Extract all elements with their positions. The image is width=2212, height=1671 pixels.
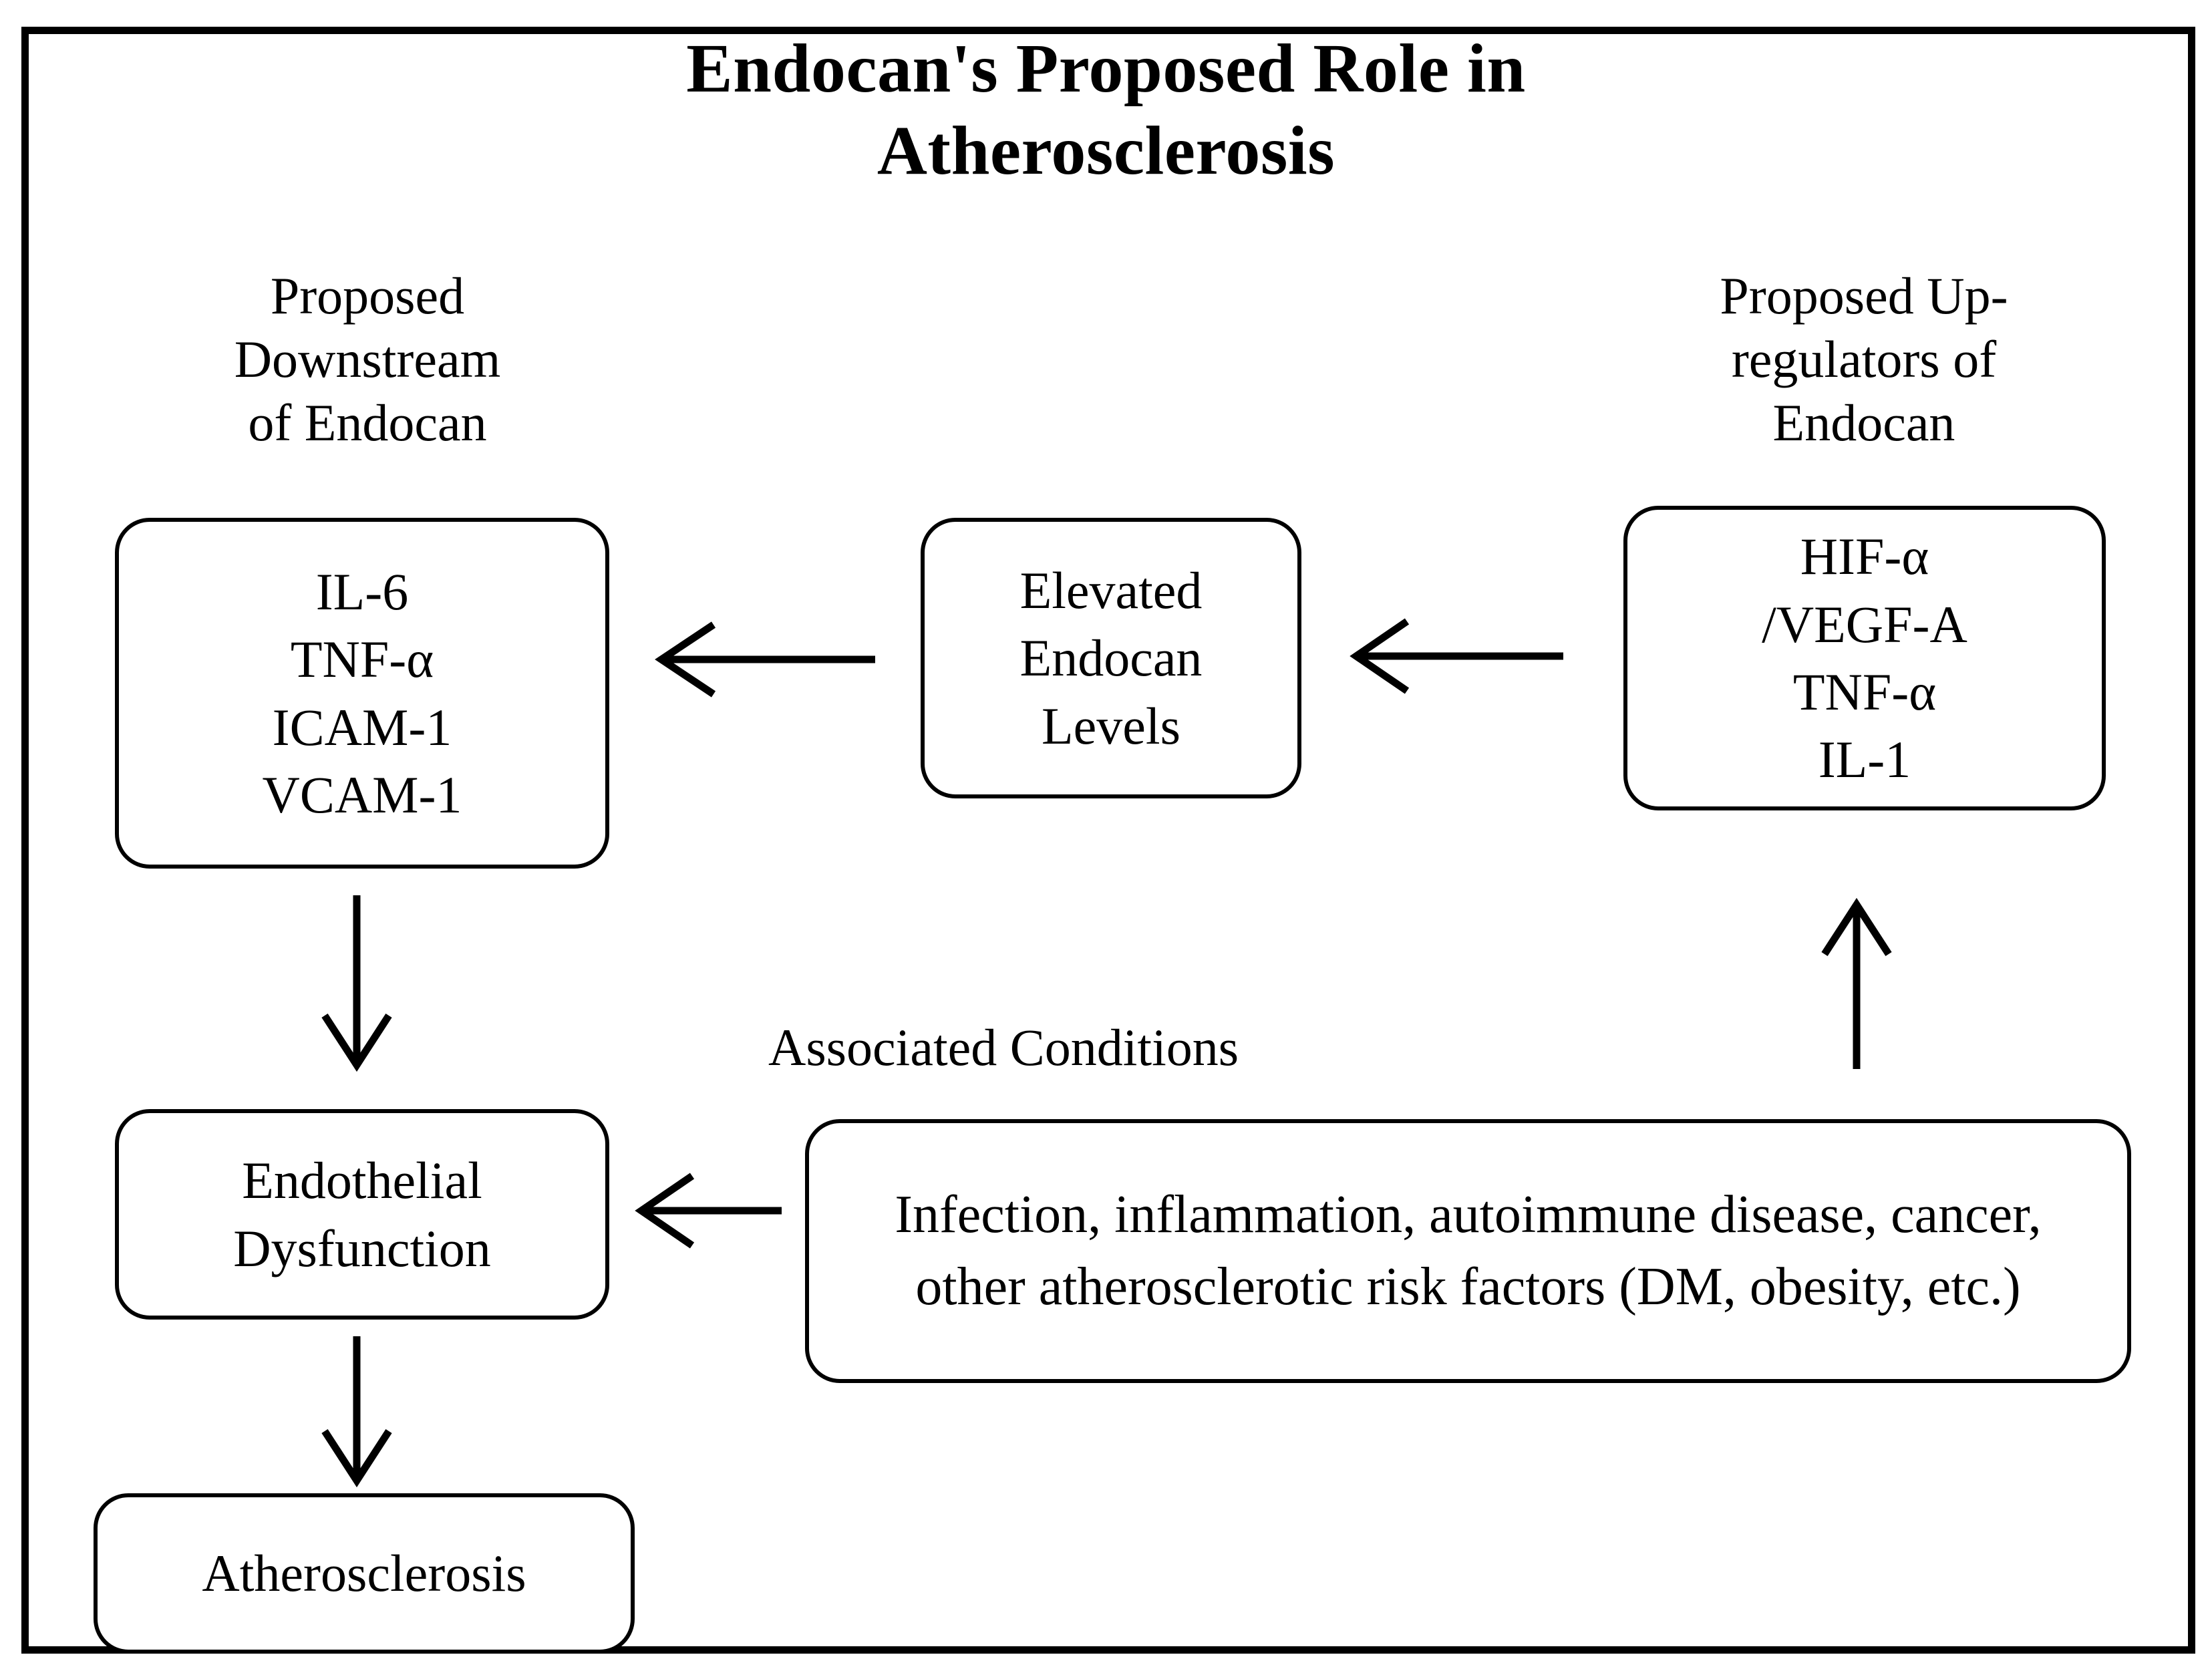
arrow-conditions-to-endothelial-icon: [635, 1173, 782, 1249]
caption-proposed-upregulators: Proposed Up- regulators of Endocan: [1720, 267, 2008, 452]
arrow-elevated-to-downstream-icon: [655, 621, 875, 698]
caption-associated-conditions: Associated Conditions: [768, 1018, 1239, 1076]
arrow-endothelial-to-atherosclerosis-icon: [321, 1336, 392, 1488]
caption-proposed-downstream: Proposed Downstream of Endocan: [234, 267, 501, 452]
node-downstream-markers: IL-6 TNF-α ICAM-1 VCAM-1: [115, 518, 609, 869]
node-associated-conditions: Infection, inflammation, autoimmune dise…: [805, 1119, 2131, 1383]
arrow-downstream-to-endothelial-icon: [321, 895, 392, 1072]
node-endothelial-dysfunction: Endothelial Dysfunction: [115, 1109, 609, 1320]
arrow-conditions-to-upregulators-icon: [1821, 897, 1892, 1069]
node-elevated-endocan-levels: Elevated Endocan Levels: [921, 518, 1301, 798]
node-atherosclerosis: Atherosclerosis: [94, 1493, 635, 1654]
page-title: Endocan's Proposed Role in Atheroscleros…: [686, 30, 1526, 189]
node-upregulators: HIF-α /VEGF-A TNF-α IL-1: [1623, 506, 2106, 810]
arrow-upregulators-to-elevated-icon: [1350, 618, 1563, 694]
